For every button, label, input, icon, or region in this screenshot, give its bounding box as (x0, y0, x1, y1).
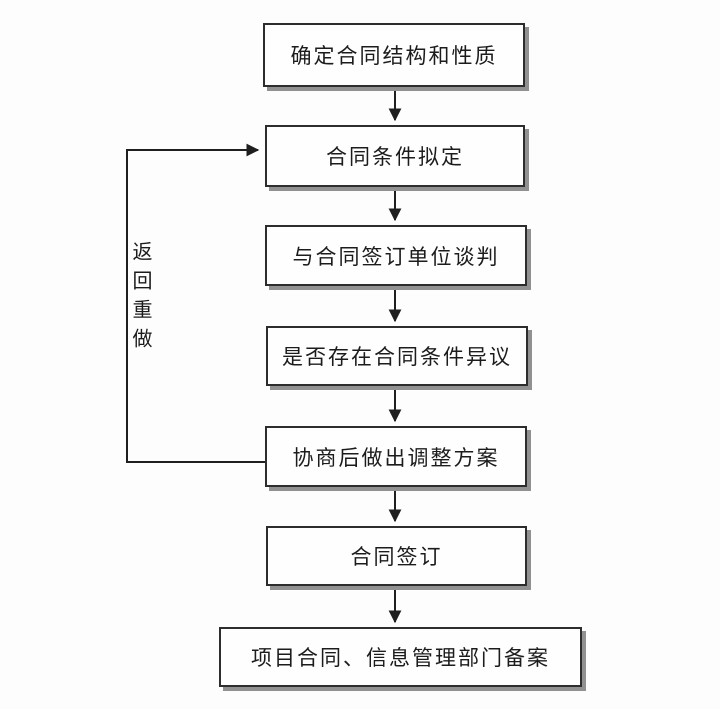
flow-node-check-term-objections: 是否存在合同条件异议 (266, 326, 528, 386)
node-label: 确定合同结构和性质 (290, 44, 498, 68)
feedback-loop-arrow (126, 143, 265, 463)
flow-node-adjustment-plan: 协商后做出调整方案 (265, 426, 527, 487)
flow-node-negotiate-with-signing-party: 与合同签订单位谈判 (265, 225, 527, 286)
flow-node-filing-with-departments: 项目合同、信息管理部门备案 (219, 627, 582, 687)
node-label: 与合同签订单位谈判 (292, 244, 500, 269)
node-label: 项目合同、信息管理部门备案 (251, 646, 550, 670)
flow-node-determine-contract-structure: 确定合同结构和性质 (263, 23, 525, 87)
feedback-loop-label: 返回重做 (129, 241, 151, 357)
node-label: 协商后做出调整方案 (292, 445, 500, 470)
node-label: 合同签订 (350, 545, 443, 569)
node-label: 是否存在合同条件异议 (282, 345, 512, 369)
node-label: 合同条件拟定 (326, 145, 464, 169)
flow-node-draft-contract-terms: 合同条件拟定 (265, 125, 525, 187)
flow-node-contract-signing: 合同签订 (266, 526, 527, 586)
